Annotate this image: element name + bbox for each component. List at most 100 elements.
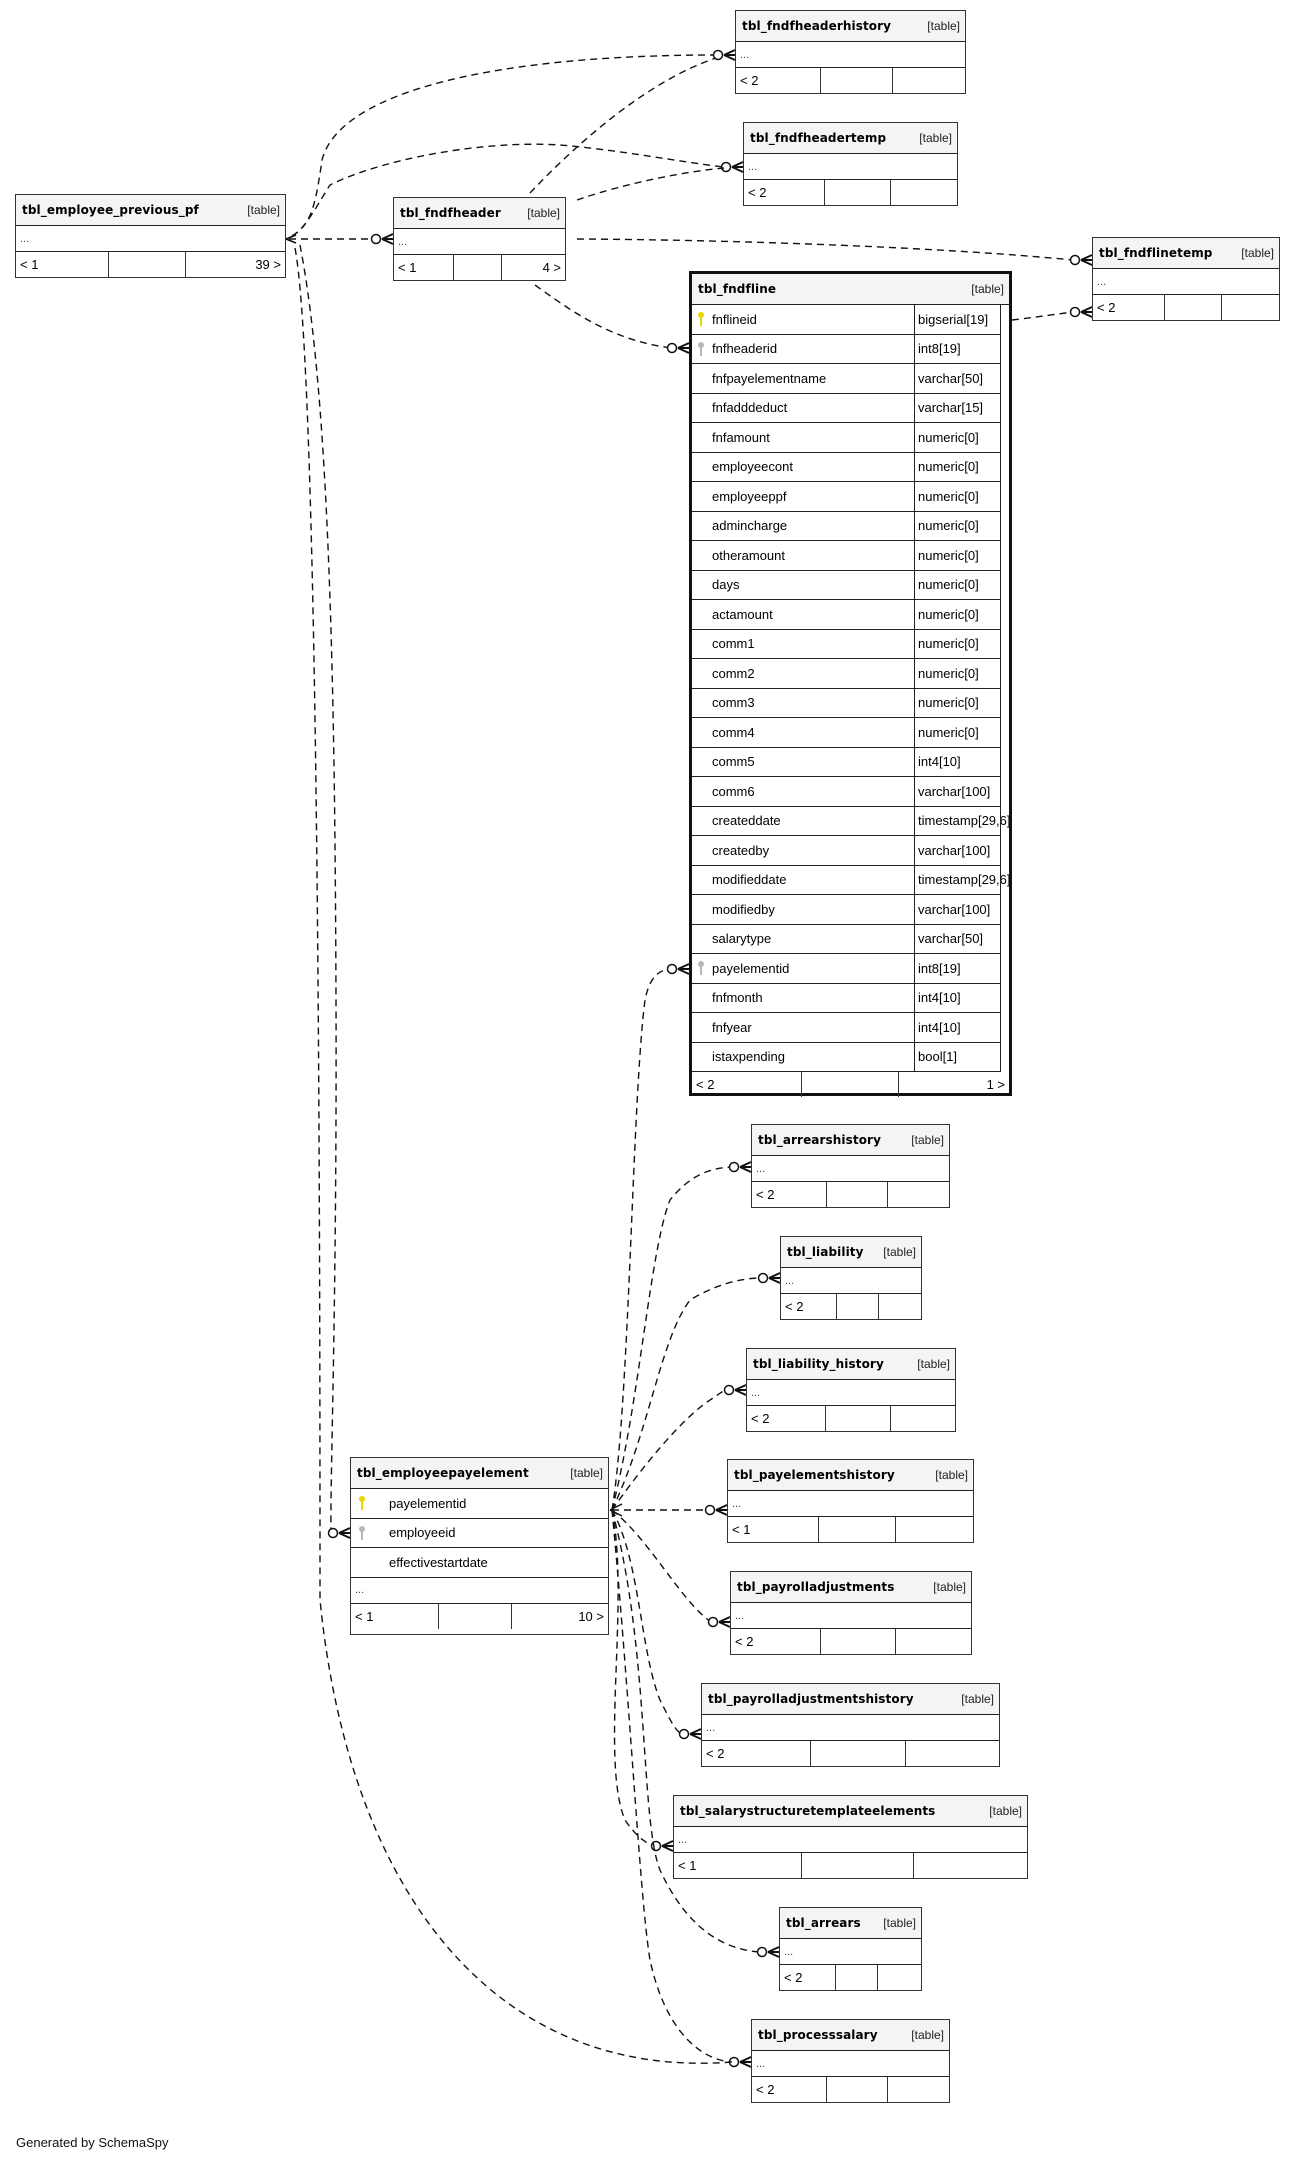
table-footer: < 2 [752,2077,949,2102]
column-name-cell: fnfpayelementname [692,364,914,393]
footer-spacer [109,252,186,277]
parents-count[interactable]: < 1 [674,1853,802,1878]
parents-count[interactable]: < 1 [728,1517,819,1542]
parents-count[interactable]: < 2 [1093,295,1165,320]
children-count[interactable] [893,68,965,93]
more-columns-ellipsis: ... [780,1939,921,1965]
table-liability[interactable]: tbl_liability[table]...< 2 [780,1236,922,1320]
table-type-label: [table] [989,1804,1022,1818]
column-name-cell: fnflineid [692,305,914,334]
table-payelementshistory[interactable]: tbl_payelementshistory[table]...< 1 [727,1459,974,1543]
children-count[interactable]: 1 > [986,1077,1005,1092]
parents-count[interactable]: < 2 [780,1965,836,1990]
parents-count[interactable]: < 1 [351,1603,439,1629]
table-header: tbl_fndfheadertemp[table] [744,123,957,154]
table-employeepayelement[interactable]: tbl_employeepayelement [table] payelemen… [350,1457,609,1635]
table-salarystructuretemplateelements[interactable]: tbl_salarystructuretemplateelements [tabl… [673,1795,1028,1879]
table-processsalary[interactable]: tbl_processsalary[table]...< 2 [751,2019,950,2103]
children-count[interactable]: 4 > [542,260,561,275]
table-arrears[interactable]: tbl_arrears[table]...< 2 [779,1907,922,1991]
parents-count[interactable]: < 2 [702,1741,811,1766]
table-type-label: [table] [971,282,1004,296]
children-count[interactable] [896,1629,971,1654]
parents-count[interactable]: < 2 [781,1294,837,1319]
parents-count[interactable]: < 2 [752,2077,827,2102]
table-header: tbl_fndfheader[table] [394,198,565,229]
children-count[interactable] [891,1406,955,1431]
parents-count[interactable]: < 2 [731,1629,821,1654]
zero-or-many-marker [757,1272,781,1284]
children-count[interactable] [896,1517,973,1542]
children-count[interactable] [1222,295,1279,320]
table-type-label: [table] [570,1466,603,1480]
table-arrearshistory[interactable]: tbl_arrearshistory[table]...< 2 [751,1124,950,1208]
more-columns-ellipsis: ... [731,1603,971,1629]
column-name: payelementid [389,1495,467,1511]
children-count[interactable] [906,1741,999,1766]
table-payrolladjustmentshistory[interactable]: tbl_payrolladjustmentshistory[table]...<… [701,1683,1000,1767]
parents-count[interactable]: < 2 [736,68,821,93]
children-count[interactable]: 39 > [255,257,281,272]
parents-count[interactable]: < 1 [394,255,454,280]
edge-epe-processsalary [611,1509,733,2063]
parents-count[interactable]: < 1 [16,252,109,277]
table-payrolladjustments[interactable]: tbl_payrolladjustments[table]...< 2 [730,1571,972,1655]
column-row[interactable]: employeeid [351,1519,608,1548]
children-count[interactable]: 10 > [578,1608,604,1624]
column-row[interactable]: effectivestartdate [351,1548,608,1578]
children-count[interactable] [914,1853,1027,1878]
children-count[interactable] [891,180,957,205]
parents-count[interactable]: < 2 [692,1072,802,1097]
parents-count[interactable]: < 2 [747,1406,826,1431]
table-fndfheadertemp[interactable]: tbl_fndfheadertemp[table]...< 2 [743,122,958,206]
more-columns-ellipsis: ... [351,1578,608,1604]
column-scrollbar[interactable] [1000,305,1009,1072]
column-name-cell: comm2 [692,659,914,688]
table-footer: < 2 [731,1629,971,1654]
column-row[interactable]: payelementid [351,1489,608,1519]
table-name: tbl_salarystructuretemplateelements [680,1804,936,1818]
children-count[interactable] [888,2077,949,2102]
table-name: tbl_arrearshistory [758,1133,881,1147]
edge-epe-payrolladjustments [611,1509,712,1623]
children-count[interactable] [878,1965,921,1990]
table-fndfheaderhistory[interactable]: tbl_fndfheaderhistory[table]...< 2 [735,10,966,94]
table-liability-history[interactable]: tbl_liability_history[table]...< 2 [746,1348,956,1432]
parents-count[interactable]: < 2 [752,1182,827,1207]
table-footer: < 2 [736,68,965,93]
children-count[interactable] [879,1294,921,1319]
children-count[interactable] [888,1182,949,1207]
parents-count[interactable]: < 2 [744,180,825,205]
table-fndflinetemp[interactable]: tbl_fndflinetemp[table]...< 2 [1092,237,1280,321]
